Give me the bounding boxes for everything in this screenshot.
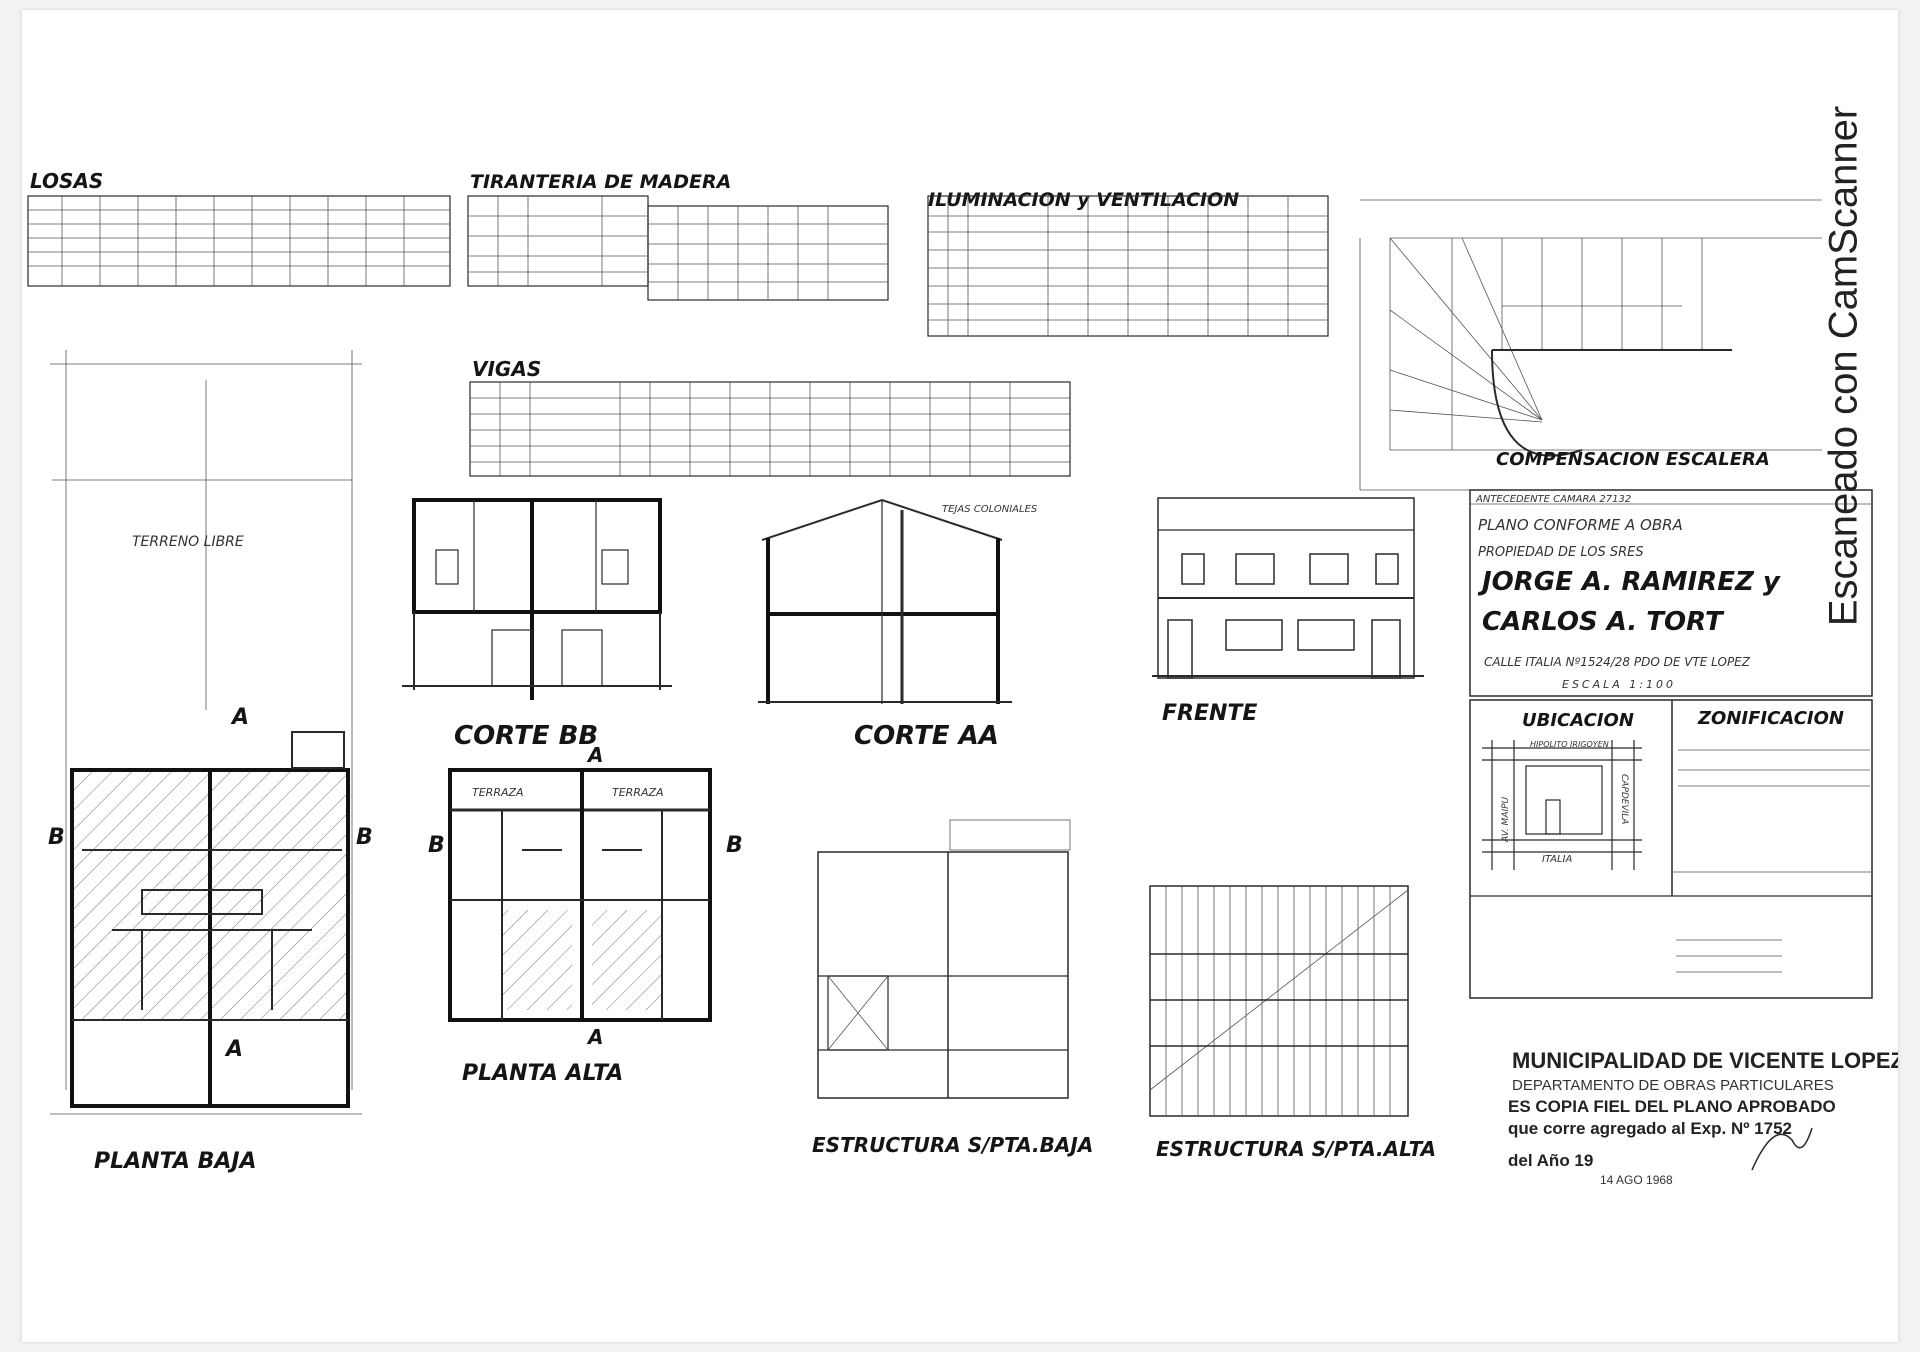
compensacion-escalera-label: COMPENSACION ESCALERA (1496, 449, 1770, 470)
corte-bb-drawing: CORTE BB (402, 498, 672, 751)
watermark-text: Escaneado con CamScanner (1821, 105, 1866, 627)
stamp-line-5: del Año 19 (1508, 1151, 1593, 1170)
municipal-approval-stamp: MUNICIPALIDAD DE VICENTE LOPEZ DEPARTAME… (1508, 1048, 1898, 1187)
stamp-line-4: que corre agregado al Exp. Nº 1752 (1508, 1119, 1792, 1138)
stamp-date: 14 AGO 1968 (1600, 1173, 1673, 1187)
cut-a-marker-top: A (230, 705, 249, 730)
drawing-sheet: LOSAS TIRANTERIA DE MADERA (22, 10, 1898, 1342)
corte-bb-label: CORTE BB (454, 721, 598, 751)
street-capdevila: CAPDEVILA (1619, 774, 1629, 824)
estructura-baja-drawing: ESTRUCTURA S/PTA.BAJA (812, 819, 1093, 1157)
ubicacion-label: UBICACION (1522, 710, 1634, 731)
planta-alta-drawing: TERRAZA TERRAZA A A B B PLANTA ALTA (428, 743, 743, 1086)
cut-a-alta-top: A (586, 743, 603, 767)
terreno-libre-label: TERRENO LIBRE (132, 534, 244, 550)
owner-1-text: JORGE A. RAMIREZ y (1477, 567, 1781, 597)
stamp-line-3: ES COPIA FIEL DEL PLANO APROBADO (1508, 1097, 1836, 1116)
planta-alta-label: PLANTA ALTA (462, 1061, 623, 1086)
corte-aa-drawing: TEJAS COLONIALES CORTE AA (758, 498, 1038, 751)
stamp-line-2: DEPARTAMENTO DE OBRAS PARTICULARES (1512, 1077, 1834, 1094)
street-italia: ITALIA (1542, 854, 1573, 865)
tejas-label: TEJAS COLONIALES (942, 504, 1038, 515)
propiedad-text: PROPIEDAD DE LOS SRES (1478, 545, 1644, 560)
vigas-table: VIGAS (469, 357, 1071, 477)
cut-a-marker-bottom: A (224, 1037, 243, 1062)
iluminacion-title: ILUMINACION y VENTILACION (928, 189, 1239, 211)
terraza-right-label: TERRAZA (612, 786, 664, 799)
calle-text: CALLE ITALIA Nº1524/28 PDO DE VTE LOPEZ (1484, 655, 1751, 669)
losas-title: LOSAS (30, 169, 103, 193)
frente-label: FRENTE (1162, 701, 1257, 726)
vigas-title: VIGAS (472, 357, 541, 381)
cut-b-alta-right: B (726, 833, 743, 858)
planta-baja-drawing: TERRENO LIBRE A A B B PLANTA BAJA (48, 350, 373, 1174)
stamp-signature-icon (1751, 1127, 1813, 1171)
iluminacion-table: ILUMINACION y VENTILACION (927, 189, 1329, 337)
cut-b-marker-right: B (356, 825, 373, 850)
tiranteria-table: TIRANTERIA DE MADERA (467, 171, 889, 301)
stamp-line-1: MUNICIPALIDAD DE VICENTE LOPEZ (1512, 1048, 1898, 1073)
street-av-maipu: AV. MAIPU (1501, 796, 1511, 843)
camscanner-watermark: Escaneado con CamScanner (1814, 46, 1874, 686)
losas-table: LOSAS (27, 169, 451, 287)
frente-drawing: FRENTE (1152, 497, 1424, 726)
estructura-baja-label: ESTRUCTURA S/PTA.BAJA (812, 1133, 1093, 1157)
cut-b-marker-left: B (48, 825, 65, 850)
owner-2-text: CARLOS A. TORT (1482, 607, 1725, 637)
street-hipolito-irigoyen: HIPOLITO IRIGOYEN (1530, 740, 1609, 749)
cut-b-alta-left: B (428, 833, 445, 858)
estructura-alta-drawing: ESTRUCTURA S/PTA.ALTA (1149, 885, 1436, 1161)
estructura-alta-label: ESTRUCTURA S/PTA.ALTA (1156, 1137, 1436, 1161)
cut-a-alta-bottom: A (586, 1025, 603, 1049)
corte-aa-label: CORTE AA (854, 721, 999, 751)
plano-conforme-text: PLANO CONFORME A OBRA (1478, 516, 1683, 534)
title-block: ANTECEDENTE CAMARA 27132 PLANO CONFORME … (1469, 489, 1873, 999)
compensacion-escalera-drawing: COMPENSACION ESCALERA (1359, 199, 1822, 491)
terraza-left-label: TERRAZA (472, 786, 524, 799)
architectural-drawing: LOSAS TIRANTERIA DE MADERA (27, 169, 1898, 1187)
escala-text: ESCALA 1:100 (1562, 678, 1676, 691)
tiranteria-title: TIRANTERIA DE MADERA (470, 171, 731, 193)
antecedente-text: ANTECEDENTE CAMARA 27132 (1475, 494, 1631, 505)
planta-baja-label: PLANTA BAJA (94, 1149, 257, 1174)
zonificacion-label: ZONIFICACION (1697, 708, 1844, 729)
